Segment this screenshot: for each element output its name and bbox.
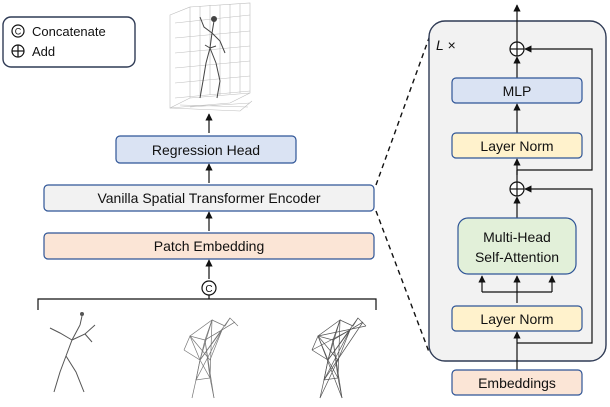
vanilla-encoder-box bbox=[43, 184, 375, 212]
attention-label-line1: Multi-Head bbox=[483, 229, 551, 245]
legend-box bbox=[2, 16, 136, 68]
patch-embedding-box bbox=[43, 232, 375, 260]
output-3d-pose-image bbox=[169, 2, 253, 112]
input-skeleton-joints bbox=[49, 312, 96, 393]
regression-head-label: Regression Head bbox=[152, 142, 260, 158]
legend-concatenate-label: Concatenate bbox=[32, 24, 106, 39]
embeddings-label: Embeddings bbox=[478, 375, 556, 391]
input-bracket bbox=[37, 295, 377, 310]
mlp-box bbox=[451, 77, 583, 104]
layer-norm-top-box bbox=[451, 132, 583, 159]
zoom-connector-top bbox=[375, 37, 430, 186]
svg-text:C: C bbox=[15, 27, 22, 37]
repeat-count-label: L × bbox=[436, 37, 456, 53]
input-skeleton-dense-graph bbox=[311, 317, 367, 399]
attention-box bbox=[457, 217, 577, 275]
concatenate-icon: C bbox=[11, 24, 25, 38]
qkv-arrows bbox=[478, 275, 556, 303]
legend-add-label: Add bbox=[32, 44, 55, 59]
legend: C Concatenate Add bbox=[2, 16, 136, 68]
layer-norm-top-label: Layer Norm bbox=[480, 138, 553, 154]
regression-head-box bbox=[115, 135, 297, 164]
add-icon bbox=[509, 181, 525, 197]
mlp-label: MLP bbox=[503, 83, 532, 99]
zoom-connector-bottom bbox=[375, 210, 430, 353]
attention-label-line2: Self-Attention bbox=[475, 249, 559, 265]
patch-embedding-label: Patch Embedding bbox=[154, 238, 265, 254]
svg-text:C: C bbox=[205, 284, 212, 295]
residual-connection-bottom bbox=[517, 185, 593, 344]
input-skeleton-graph bbox=[183, 317, 239, 399]
vanilla-encoder-label: Vanilla Spatial Transformer Encoder bbox=[97, 190, 320, 206]
embeddings-box bbox=[451, 369, 583, 396]
add-icon bbox=[11, 44, 25, 58]
add-icon bbox=[509, 41, 525, 57]
layer-norm-bottom-box bbox=[451, 305, 583, 332]
concatenate-icon: C bbox=[201, 280, 217, 296]
layer-norm-bottom-label: Layer Norm bbox=[480, 311, 553, 327]
